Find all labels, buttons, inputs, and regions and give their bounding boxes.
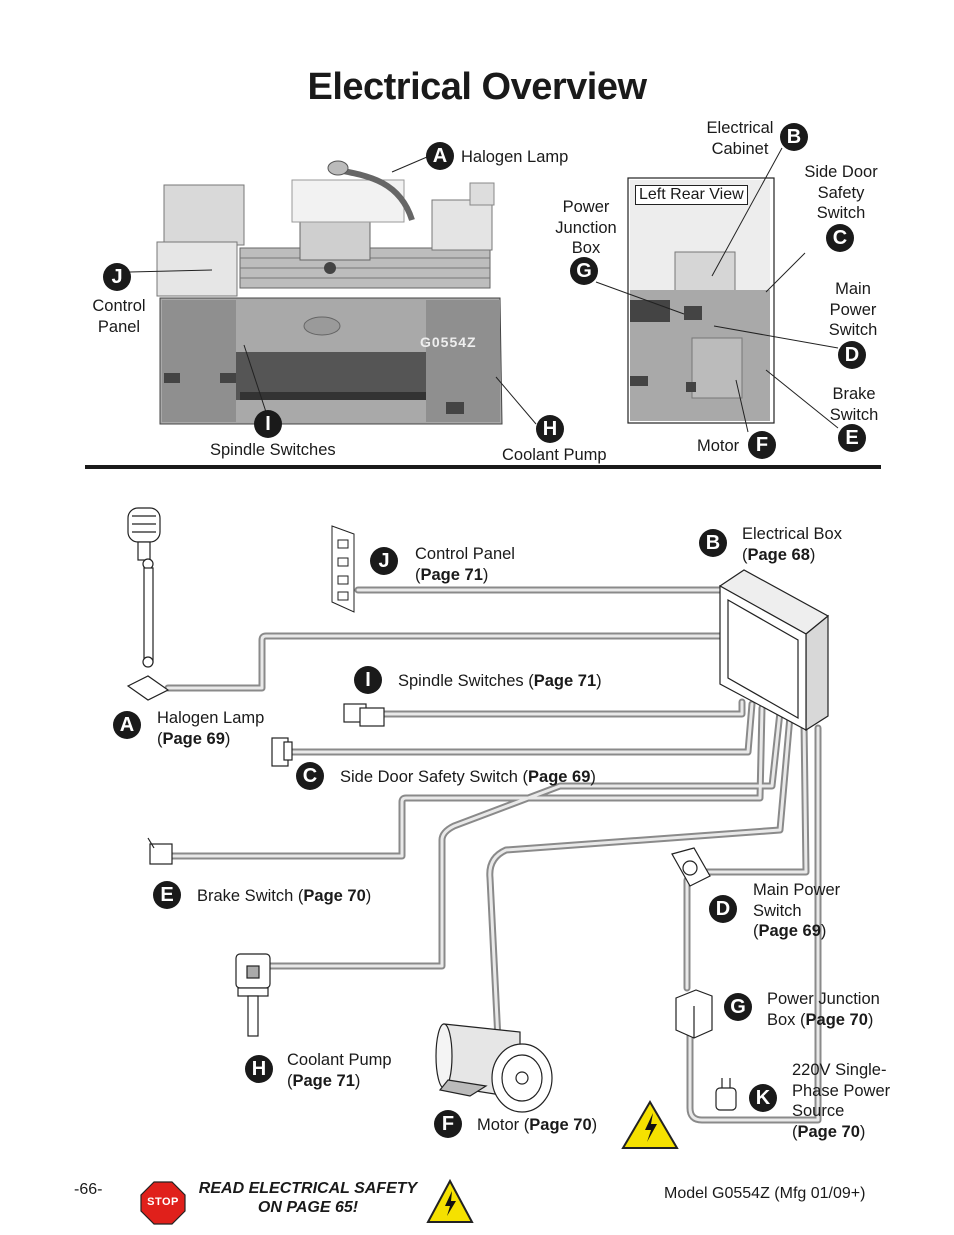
callout-e-badge: E — [838, 424, 866, 452]
callout-b-badge: B — [780, 123, 808, 151]
brake-switch-drawing — [147, 837, 173, 865]
stop-sign-text: STOP — [147, 1196, 179, 1208]
halogen-lamp-drawing — [126, 507, 170, 701]
side-door-switch-drawing — [271, 737, 293, 767]
wiring-side-door-switch-label: Side Door Safety Switch (Page 69) — [340, 768, 596, 786]
inset-leaders — [595, 147, 839, 433]
callout-leaders — [129, 156, 537, 425]
spindle-switches-drawing — [343, 703, 385, 727]
wiring-j-badge: J — [370, 547, 398, 575]
footer-electrical-hazard-icon — [426, 1178, 474, 1223]
wiring-brake-switch-label: Brake Switch (Page 70) — [197, 887, 372, 905]
section-divider — [85, 465, 881, 469]
callout-j-badge: J — [103, 263, 131, 291]
callout-d-badge: D — [838, 341, 866, 369]
lathe-illustration — [156, 160, 503, 425]
wiring-cables — [164, 586, 822, 1124]
wiring-f-badge: F — [434, 1110, 462, 1138]
wiring-power-source-label: 220V Single- Phase Power Source (Page 70… — [792, 1061, 891, 1141]
junction-box-drawing — [675, 989, 713, 1039]
control-panel-drawing — [331, 525, 355, 613]
wiring-g-badge: G — [724, 993, 752, 1021]
safety-warning: READ ELECTRICAL SAFETY ON PAGE 65! — [198, 1180, 418, 1216]
wiring-main-power-switch-label: Main Power Switch (Page 69) — [753, 881, 841, 940]
callout-halogen-lamp: Halogen Lamp — [461, 148, 569, 166]
wiring-halogen-lamp-label: Halogen Lamp (Page 69) — [157, 709, 265, 748]
callout-h-badge: H — [536, 415, 564, 443]
left-rear-view-inset — [627, 177, 775, 424]
wiring-spindle-switches-label: Spindle Switches (Page 71) — [398, 672, 602, 690]
wiring-e-badge: E — [153, 881, 181, 909]
machine-plate: G0554Z — [420, 334, 477, 350]
stop-sign-icon — [140, 1181, 186, 1225]
callout-coolant-pump: Coolant Pump — [502, 446, 607, 464]
wiring-b-badge: B — [699, 529, 727, 557]
wiring-coolant-pump-label: Coolant Pump (Page 71) — [287, 1051, 392, 1090]
callout-i-badge: I — [254, 410, 282, 438]
wiring-motor-label: Motor (Page 70) — [477, 1116, 598, 1134]
main-power-switch-drawing — [671, 847, 711, 887]
page-title: Electrical Overview — [307, 66, 647, 108]
power-plug-drawing — [715, 1078, 737, 1111]
callout-f-badge: F — [748, 431, 776, 459]
wiring-i-badge: I — [354, 666, 382, 694]
callout-g-badge: G — [570, 257, 598, 285]
wiring-h-badge: H — [245, 1055, 273, 1083]
motor-drawing — [435, 1023, 553, 1113]
wiring-electrical-box-label: Electrical Box (Page 68) — [742, 525, 842, 564]
wiring-c-badge: C — [296, 762, 324, 790]
callout-a-badge: A — [426, 142, 454, 170]
coolant-pump-drawing — [235, 953, 271, 1037]
wiring-a-badge: A — [113, 711, 141, 739]
callout-c-badge: C — [826, 224, 854, 252]
wiring-k-badge: K — [749, 1084, 777, 1112]
callout-motor: Motor — [697, 437, 740, 455]
model-number: Model G0554Z (Mfg 01/09+) — [664, 1185, 866, 1202]
wiring-control-panel-label: Control Panel (Page 71) — [415, 545, 515, 584]
page-number: -66- — [74, 1181, 103, 1198]
callout-spindle-switches: Spindle Switches — [210, 441, 336, 459]
electrical-hazard-icon — [621, 1100, 679, 1149]
inset-label: Left Rear View — [635, 185, 748, 205]
wiring-junction-box-label: Power Junction Box (Page 70) — [767, 990, 880, 1029]
wiring-d-badge: D — [709, 895, 737, 923]
electrical-box-drawing — [718, 569, 830, 732]
